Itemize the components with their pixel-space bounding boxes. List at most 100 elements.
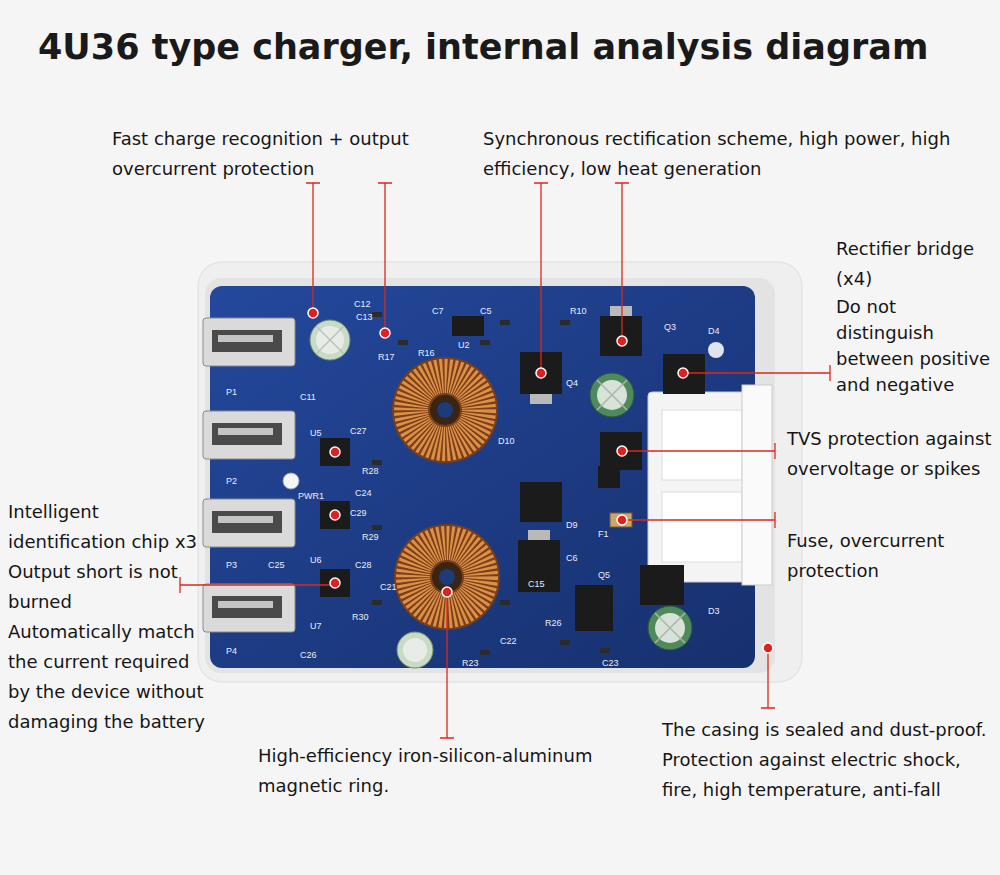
power-semiconductor	[530, 394, 552, 404]
silkscreen-label: R10	[570, 306, 587, 316]
callout-dot	[308, 308, 318, 318]
callout-text: Automatically match the current required…	[8, 617, 210, 737]
callout-dot	[617, 515, 627, 525]
callout-text: Fuse, overcurrent protection	[787, 526, 999, 586]
leader-line	[180, 183, 830, 738]
silkscreen-label: P4	[226, 646, 237, 656]
callout-dot	[617, 336, 627, 346]
silkscreen-label: C12	[354, 299, 371, 309]
silkscreen-label: C11	[300, 392, 316, 402]
smd-resistor	[372, 460, 382, 465]
silkscreen-label: D4	[708, 326, 720, 336]
charger-housing	[198, 262, 802, 682]
callout-dot	[380, 328, 390, 338]
silkscreen-label: R30	[352, 612, 369, 622]
callout-dot	[536, 368, 546, 378]
silkscreen-label: P3	[226, 560, 237, 570]
toroid-inductor	[437, 402, 453, 418]
diagram-title: 4U36 type charger, internal analysis dia…	[38, 24, 988, 70]
power-semiconductor	[528, 530, 550, 540]
leader-line	[622, 443, 775, 459]
identification-chip	[320, 438, 350, 597]
silkscreen-label: R28	[362, 466, 379, 476]
leader-line	[683, 365, 830, 381]
power-semiconductor	[518, 540, 560, 592]
leader-line	[534, 183, 548, 373]
silkscreen-label: R29	[362, 532, 379, 542]
silkscreen-label: C29	[350, 508, 367, 518]
leader-line	[306, 183, 320, 313]
usb-port	[218, 428, 273, 435]
callout-text: TVS protection against overvoltage or sp…	[787, 424, 999, 484]
indicator-led	[283, 473, 299, 489]
silkscreen-label: Q3	[664, 322, 676, 332]
callout-dot	[330, 510, 340, 520]
power-semiconductor	[663, 354, 705, 394]
silkscreen-label: C28	[355, 560, 372, 570]
silkscreen-label: U7	[310, 621, 322, 631]
callout-text: Fast charge recognition + output overcur…	[112, 124, 467, 184]
silkscreen-label: C25	[268, 560, 285, 570]
silkscreen-label: D10	[498, 436, 515, 446]
power-semiconductor	[452, 316, 484, 336]
electrolytic-capacitor	[590, 373, 634, 417]
toroid-inductor	[430, 395, 460, 425]
pcb-board	[708, 342, 724, 358]
electrolytic-capacitor	[655, 613, 685, 643]
usb-port	[212, 511, 282, 533]
smd-resistor	[372, 525, 382, 530]
electrolytic-capacitor	[397, 632, 433, 668]
silkscreen-label: C27	[350, 426, 367, 436]
callout-text: Do not distinguish between positive and …	[836, 294, 998, 398]
silkscreen-label: Q4	[566, 378, 578, 388]
silkscreen-label: U5	[310, 428, 322, 438]
smd-resistor	[372, 600, 382, 605]
toroid-inductor	[392, 357, 500, 630]
identification-chip	[320, 569, 350, 597]
usb-port	[203, 499, 295, 547]
usb-port	[203, 318, 295, 366]
callout-text: Output short is not burned	[8, 557, 210, 617]
electrolytic-capacitor	[403, 638, 427, 662]
identification-chip	[320, 438, 350, 466]
power-semiconductor	[600, 316, 642, 356]
toroid-inductor	[392, 357, 498, 463]
electrolytic-capacitor	[597, 380, 627, 410]
silkscreen-label: C6	[566, 553, 578, 563]
electrolytic-capacitor	[310, 320, 692, 668]
silkscreen-label: F1	[598, 529, 609, 539]
silkscreen-label: D3	[708, 606, 720, 616]
silkscreen-label: C26	[300, 650, 317, 660]
leader-line	[622, 512, 775, 528]
power-semiconductor	[598, 466, 620, 488]
silkscreen-label: C15	[528, 579, 545, 589]
identification-chip	[320, 501, 350, 529]
smd-resistor	[500, 320, 510, 325]
electrolytic-capacitor	[316, 326, 344, 354]
silkscreen-label: R26	[545, 618, 562, 628]
silkscreen-label: C21	[380, 582, 397, 592]
smd-resistor	[480, 650, 490, 655]
power-semiconductor	[610, 306, 632, 316]
callout-text: The casing is sealed and dust-proof.	[662, 715, 992, 745]
callout-dot	[763, 643, 773, 653]
silkscreen-label: U2	[458, 340, 470, 350]
callout-dot	[678, 368, 688, 378]
silkscreen-label: R23	[462, 658, 479, 668]
callout-dot	[442, 587, 452, 597]
power-semiconductor	[640, 565, 684, 605]
smd-resistor	[398, 340, 408, 345]
silkscreen-label: D9	[566, 520, 578, 530]
smd-resistor	[480, 340, 490, 345]
toroid-inductor	[439, 569, 455, 585]
leader-line	[761, 648, 775, 708]
usb-port	[218, 335, 273, 342]
callout-text: High-efficiency iron-silicon-aluminum ma…	[258, 741, 658, 801]
callout-text: Protection against electric shock, fire,…	[662, 745, 992, 805]
silkscreen-label: C5	[480, 306, 492, 316]
callout-dot	[308, 308, 773, 653]
silkscreen-label: C7	[432, 306, 444, 316]
silkscreen-label: C22	[500, 636, 517, 646]
callout-text: Intelligent identification chip x3	[8, 497, 210, 557]
